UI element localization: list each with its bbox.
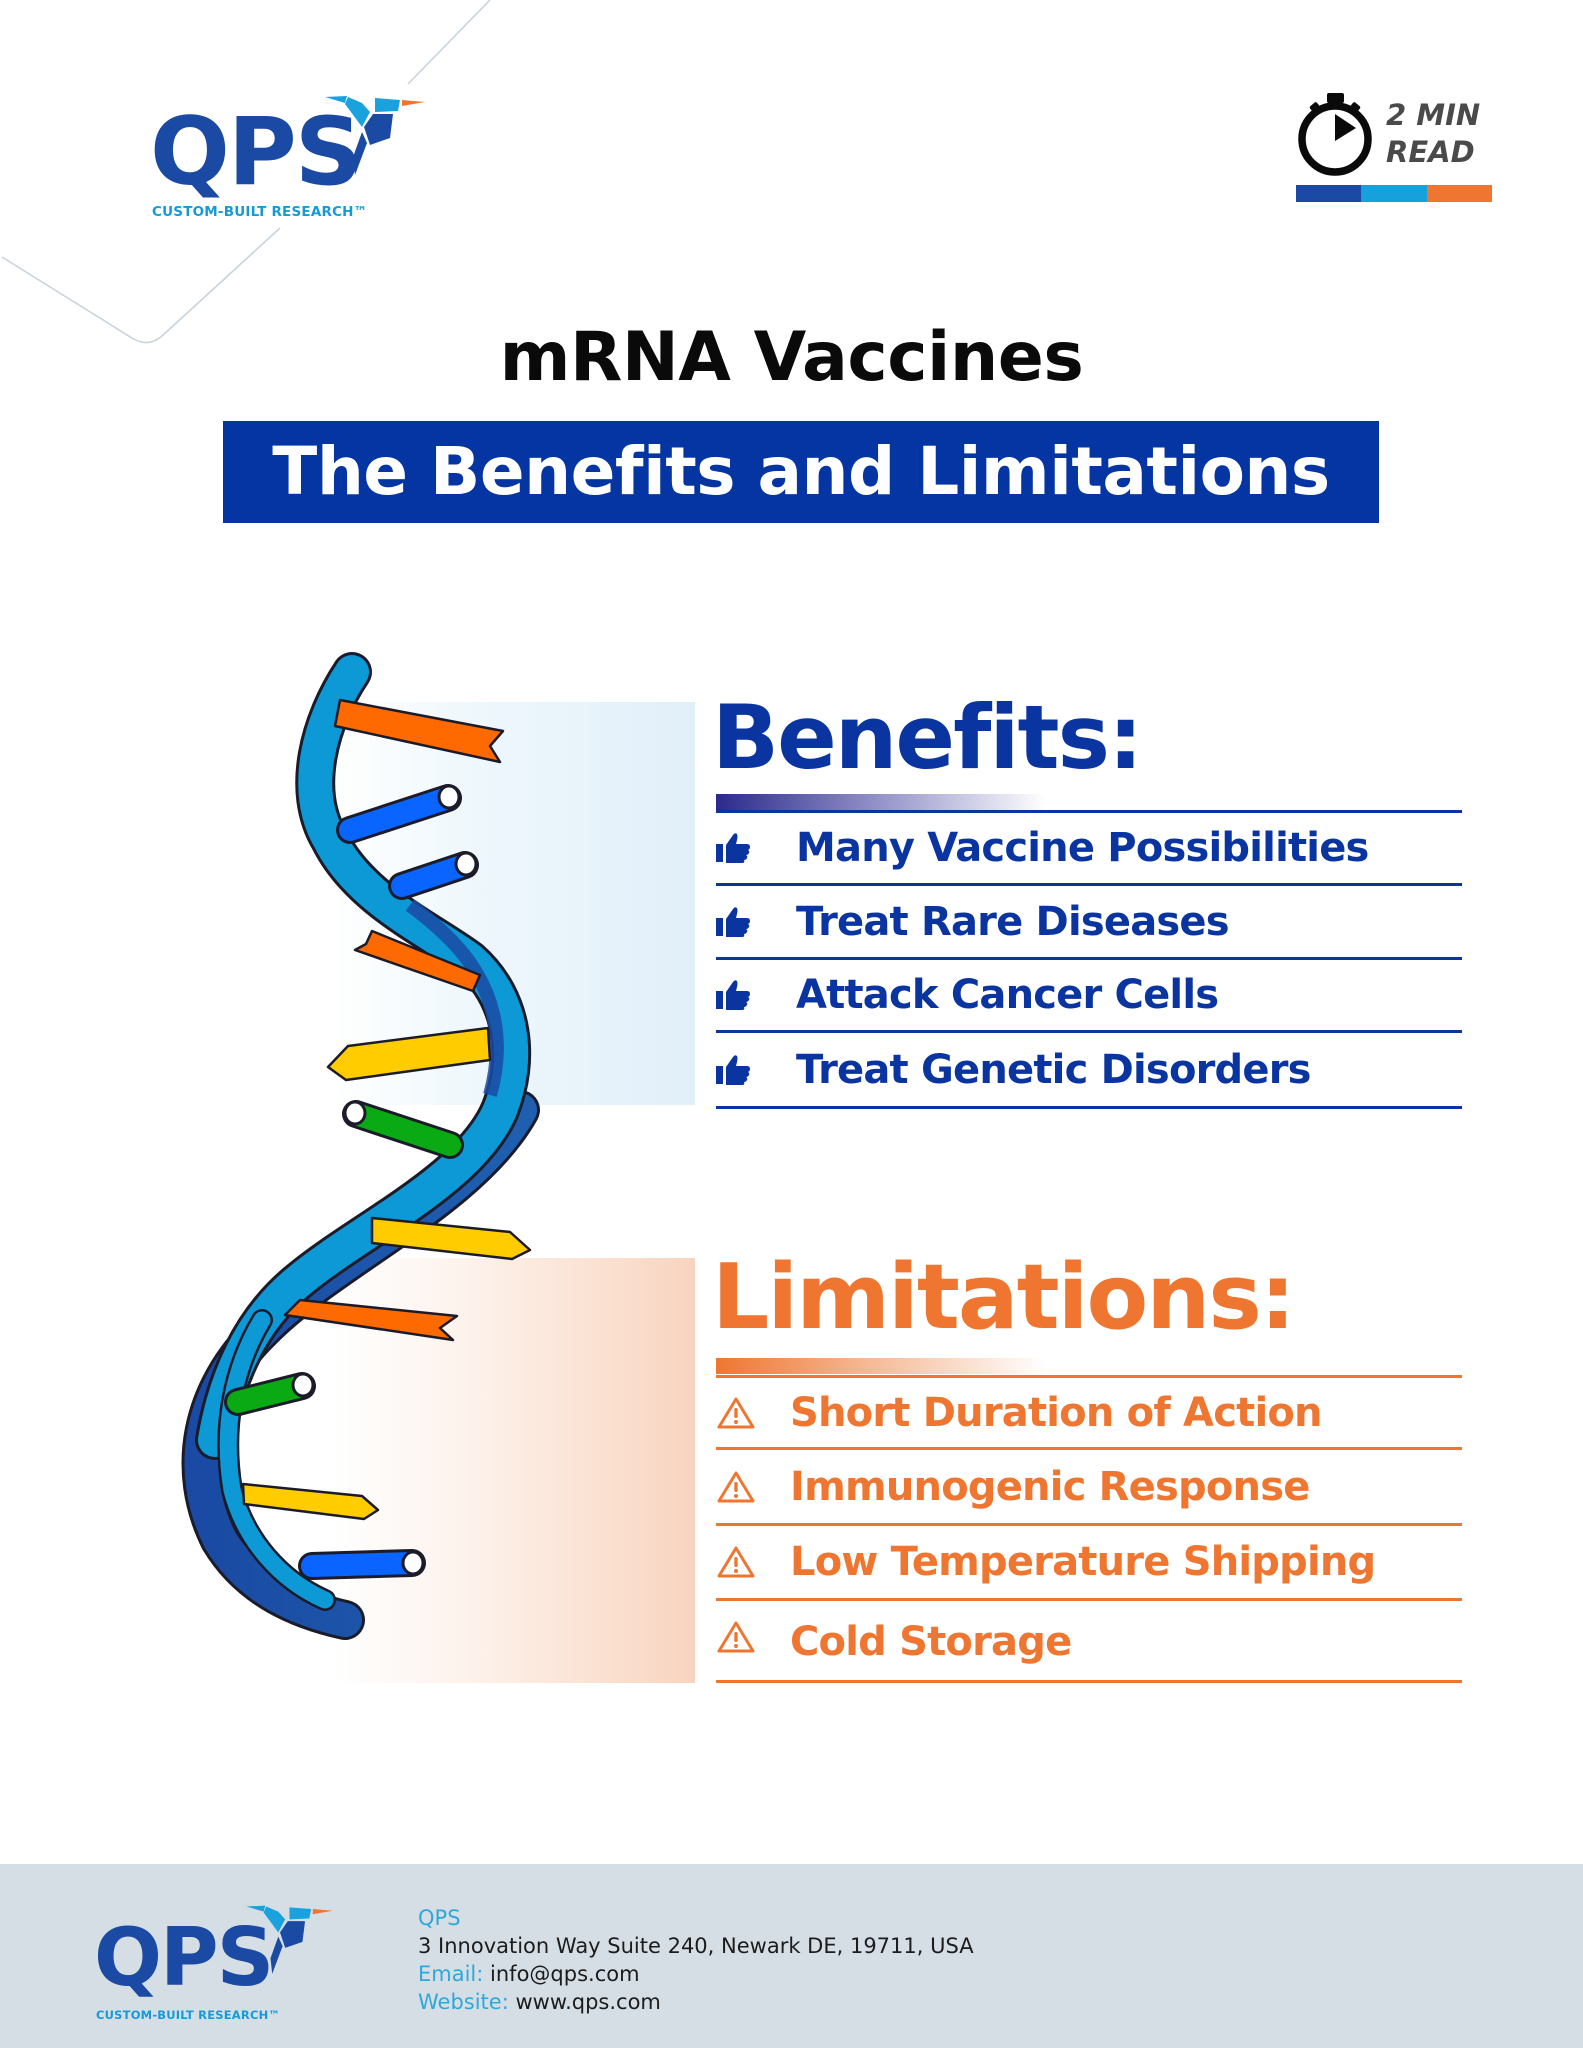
website-link[interactable]: www.qps.com (515, 1990, 661, 2014)
read-time-word: READ (1386, 135, 1475, 169)
thumbs-up-icon (716, 904, 756, 940)
contact-info: QPS 3 Innovation Way Suite 240, Newark D… (418, 1904, 974, 2016)
company-name: QPS (418, 1906, 461, 1930)
read-time-badge: 2 MIN READ (1290, 85, 1500, 210)
bar-orange (1426, 185, 1492, 202)
email-link[interactable]: info@qps.com (490, 1962, 640, 1986)
hummingbird-icon (246, 1905, 333, 1974)
website-line: Website: www.qps.com (418, 1988, 974, 2016)
limitation-label: Cold Storage (790, 1619, 1072, 1665)
thumbs-up-icon (716, 977, 756, 1013)
qps-logo[interactable]: QPS CUSTOM-BUILT RESEARCH™ (150, 92, 430, 222)
logo-wordmark: QPS (94, 1911, 274, 2004)
email-label: Email: (418, 1962, 484, 1986)
email-line: Email: info@qps.com (418, 1960, 974, 1988)
website-label: Website: (418, 1990, 509, 2014)
bar-light-blue (1361, 185, 1427, 202)
limitations-list: Short Duration of Action Immunogenic Res… (716, 1375, 1462, 1683)
limitation-label: Low Temperature Shipping (790, 1539, 1376, 1585)
dna-helix-icon (181, 652, 540, 1640)
warning-icon (716, 1469, 756, 1505)
hummingbird-icon (325, 96, 425, 175)
warning-icon (716, 1619, 756, 1655)
warning-icon (716, 1395, 756, 1431)
decorative-lines (1, 0, 491, 344)
limitation-label: Short Duration of Action (790, 1389, 1323, 1436)
limitation-label: Immunogenic Response (790, 1463, 1310, 1510)
footer-qps-logo[interactable]: QPS CUSTOM-BUILT RESEARCH™ (94, 1902, 374, 2022)
benefit-label: Treat Rare Diseases (796, 898, 1230, 945)
stopwatch-icon (1298, 93, 1372, 176)
thumbs-up-icon (716, 1052, 756, 1088)
subtitle-banner: The Benefits and Limitations (223, 421, 1379, 523)
footer: QPS CUSTOM-BUILT RESEARCH™ QPS 3 Innovat… (0, 1864, 1583, 2048)
list-item: Treat Rare Diseases (716, 883, 1462, 957)
benefits-heading: Benefits: (712, 686, 1143, 789)
subtitle-text: The Benefits and Limitations (272, 433, 1330, 510)
page-title: mRNA Vaccines (499, 318, 1084, 397)
read-time-label: 2 MIN READ (1386, 97, 1480, 171)
benefits-gradient-bar (716, 794, 1046, 810)
benefit-label: Attack Cancer Cells (796, 972, 1219, 1018)
list-item: Low Temperature Shipping (716, 1523, 1462, 1598)
logo-tagline: CUSTOM-BUILT RESEARCH™ (96, 2008, 281, 2022)
read-time-color-bars (1296, 185, 1492, 202)
thumbs-up-icon (716, 830, 756, 866)
address: 3 Innovation Way Suite 240, Newark DE, 1… (418, 1934, 974, 1958)
list-item: Treat Genetic Disorders (716, 1030, 1462, 1109)
logo-wordmark: QPS (150, 98, 363, 207)
benefit-label: Treat Genetic Disorders (796, 1046, 1311, 1093)
list-item: Cold Storage (716, 1598, 1462, 1683)
logo-tagline: CUSTOM-BUILT RESEARCH™ (152, 204, 368, 220)
benefits-list: Many Vaccine Possibilities Treat Rare Di… (716, 810, 1462, 1109)
list-item: Immunogenic Response (716, 1447, 1462, 1523)
list-item: Many Vaccine Possibilities (716, 810, 1462, 883)
warning-icon (716, 1544, 756, 1580)
list-item: Short Duration of Action (716, 1375, 1462, 1447)
list-item: Attack Cancer Cells (716, 957, 1462, 1030)
benefit-label: Many Vaccine Possibilities (796, 825, 1369, 871)
limitations-heading: Limitations: (712, 1245, 1296, 1350)
read-time-minutes: 2 MIN (1386, 98, 1481, 132)
limitations-gradient-bar (716, 1358, 1046, 1374)
bar-dark-blue (1296, 185, 1362, 202)
